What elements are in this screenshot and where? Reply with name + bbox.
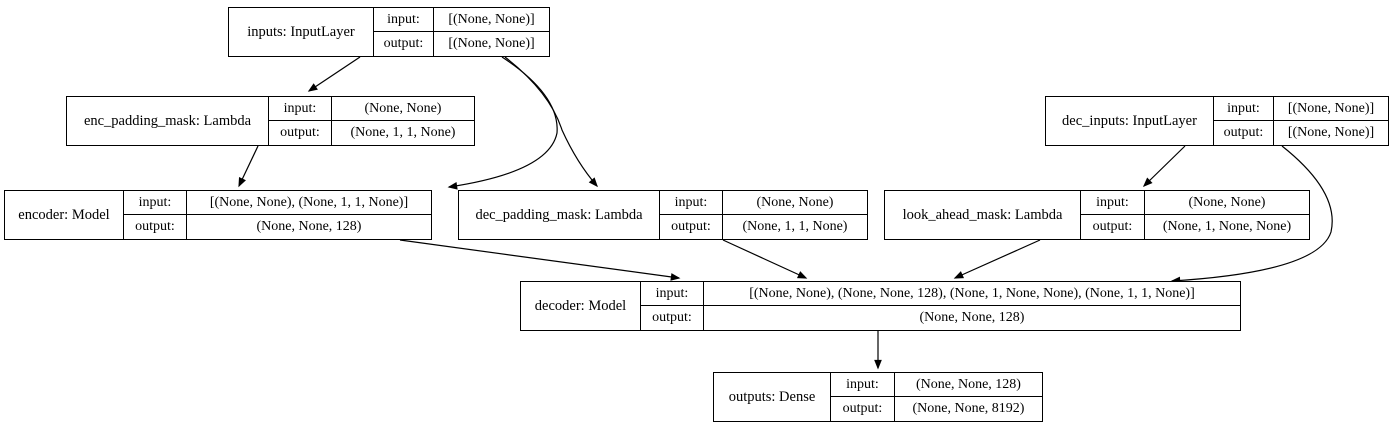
node-decoder: decoder: Model input: output: [(None, No… [520, 281, 1241, 331]
edge-inputs-to-enc-padding-mask [307, 56, 361, 92]
output-row-label: output: [1092, 219, 1133, 234]
input-row-label: input: [660, 191, 722, 215]
node-look-ahead-mask-output-shape: (None, 1, None, None) [1162, 219, 1292, 234]
node-outputs-input-shape: (None, None, 128) [895, 373, 1042, 397]
node-decoder-title: decoder: Model [521, 282, 641, 330]
node-dec-padding-mask: dec_padding_mask: Lambda input: output: … [458, 190, 868, 240]
output-row-label: output: [135, 219, 175, 234]
node-dec-inputs: dec_inputs: InputLayer input: output: [(… [1045, 96, 1389, 146]
node-dec-inputs-output-shape: [(None, None)] [1287, 125, 1375, 140]
node-look-ahead-mask-title: look_ahead_mask: Lambda [885, 191, 1081, 239]
node-inputs: inputs: InputLayer input: output: [(None… [228, 7, 550, 57]
input-row-label: input: [831, 373, 894, 397]
node-dec-padding-mask-output-shape: (None, 1, 1, None) [742, 219, 848, 234]
input-row-label: input: [1081, 191, 1144, 215]
output-row-label: output: [1223, 125, 1264, 140]
node-inputs-output-shape: [(None, None)] [448, 36, 535, 51]
input-row-label: input: [641, 282, 703, 306]
node-encoder-title: encoder: Model [5, 191, 124, 239]
node-outputs-output-shape: (None, None, 8192) [912, 401, 1025, 416]
edge-dec-inputs-to-decoder [1170, 145, 1333, 285]
node-outputs-title: outputs: Dense [714, 373, 831, 421]
output-row-label: output: [842, 401, 883, 416]
node-outputs: outputs: Dense input: output: (None, Non… [713, 372, 1043, 422]
node-encoder-input-shape: [(None, None), (None, 1, 1, None)] [187, 191, 431, 215]
node-dec-padding-mask-title: dec_padding_mask: Lambda [459, 191, 660, 239]
edge-enc-padding-mask-to-encoder [238, 145, 259, 188]
edge-dec-inputs-to-look-ahead-mask [1142, 145, 1186, 188]
node-enc-padding-mask-title: enc_padding_mask: Lambda [67, 97, 269, 145]
input-row-label: input: [1214, 97, 1273, 121]
node-encoder-output-shape: (None, None, 128) [256, 219, 362, 234]
input-row-label: input: [374, 8, 433, 32]
node-dec-inputs-input-shape: [(None, None)] [1274, 97, 1388, 121]
output-row-label: output: [280, 125, 320, 140]
node-enc-padding-mask: enc_padding_mask: Lambda input: output: … [66, 96, 475, 146]
input-row-label: input: [124, 191, 186, 215]
edge-inputs-to-dec-padding-mask [504, 56, 598, 188]
edge-look-ahead-mask-to-decoder [953, 239, 1041, 279]
edge-dec-padding-mask-to-decoder [722, 239, 808, 279]
node-encoder: encoder: Model input: output: [(None, No… [4, 190, 432, 240]
input-row-label: input: [269, 97, 331, 121]
node-look-ahead-mask-input-shape: (None, None) [1145, 191, 1309, 215]
node-enc-padding-mask-output-shape: (None, 1, 1, None) [350, 125, 456, 140]
output-row-label: output: [652, 310, 692, 325]
node-look-ahead-mask: look_ahead_mask: Lambda input: output: (… [884, 190, 1310, 240]
node-dec-padding-mask-input-shape: (None, None) [723, 191, 867, 215]
output-row-label: output: [383, 36, 424, 51]
node-enc-padding-mask-input-shape: (None, None) [332, 97, 474, 121]
node-inputs-title: inputs: InputLayer [229, 8, 374, 56]
node-decoder-output-shape: (None, None, 128) [919, 310, 1025, 325]
node-decoder-input-shape: [(None, None), (None, None, 128), (None,… [704, 282, 1240, 306]
node-dec-inputs-title: dec_inputs: InputLayer [1046, 97, 1214, 145]
edge-encoder-to-decoder [399, 239, 681, 281]
output-row-label: output: [671, 219, 711, 234]
node-inputs-input-shape: [(None, None)] [434, 8, 549, 32]
